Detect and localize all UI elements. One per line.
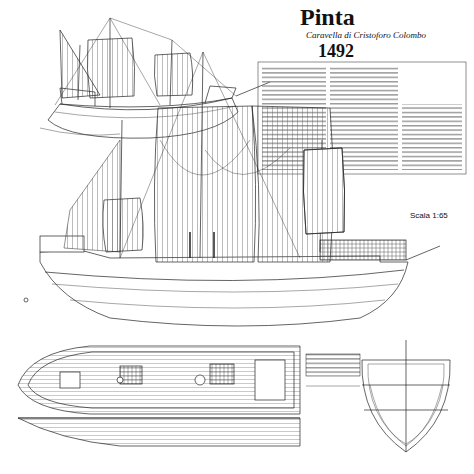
subtitle-text: Caravella di Cristoforo Colombo: [306, 31, 426, 41]
deck-plan: [18, 346, 300, 446]
side-elevation: [24, 52, 440, 326]
year-text: 1492: [318, 42, 354, 62]
midship-section: [362, 340, 450, 452]
scale-note: Scala 1:65: [410, 212, 448, 221]
title-text: Pinta: [300, 4, 355, 30]
